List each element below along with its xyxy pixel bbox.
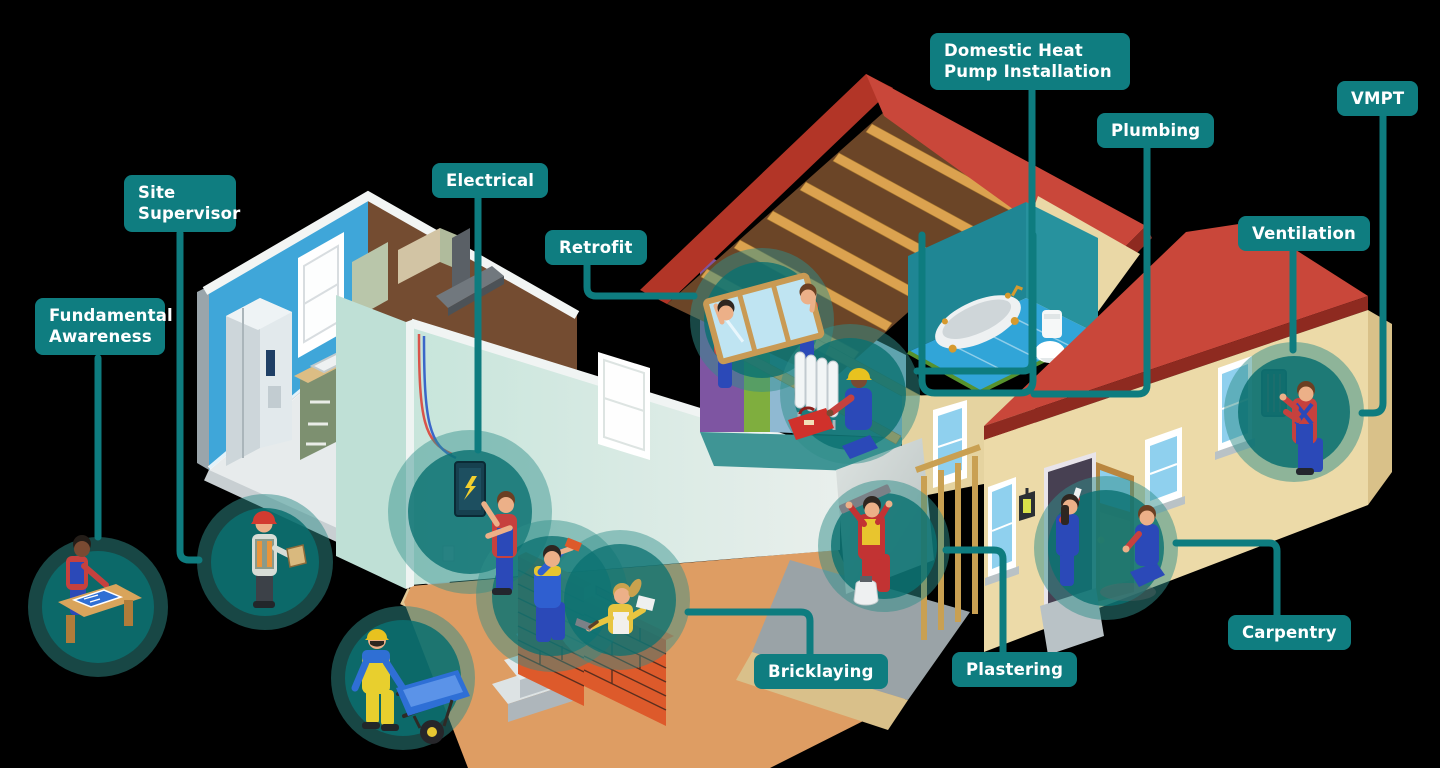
bathroom-wall-left [908, 202, 1026, 352]
connector-vmpt [1358, 111, 1387, 417]
label-electrical[interactable]: Electrical [432, 163, 549, 199]
connector-carpentry [1172, 539, 1281, 620]
mint-wall-left-face [336, 295, 406, 589]
label-carpentry[interactable]: Carpentry [1228, 615, 1351, 651]
connector-bricklaying [684, 608, 814, 659]
kitchen-left-edge [197, 286, 209, 470]
bathtub [935, 285, 1023, 353]
scene-site-supervisor [251, 511, 307, 608]
label-fundamental-awareness[interactable]: Fundamental Awareness [35, 298, 173, 355]
clipboard [286, 544, 307, 568]
mint-wall-window [598, 352, 650, 460]
bath-faucet [1010, 285, 1023, 297]
label-retrofit[interactable]: Retrofit [545, 230, 647, 266]
kitchen-wall-top-band [202, 190, 580, 319]
plaster-bucket [853, 576, 879, 606]
label-domestic-heat-pump[interactable]: Domestic Heat Pump Installation [930, 33, 1130, 90]
label-vmpt[interactable]: VMPT [1337, 81, 1419, 117]
porch-lantern [1019, 488, 1035, 521]
blue-wire [422, 335, 457, 460]
scenes [58, 272, 1323, 744]
scene-wheelbarrow [351, 629, 470, 744]
scene-retrofit [703, 272, 825, 388]
label-plastering[interactable]: Plastering [952, 652, 1078, 688]
scene-electrical [454, 461, 517, 595]
brick-in-hand [564, 537, 582, 552]
bathroom-wall-right [1026, 202, 1098, 334]
scene-carpentry [1056, 487, 1165, 601]
label-site-supervisor[interactable]: Site Supervisor [124, 175, 240, 232]
front-roof-eave [984, 296, 1368, 440]
ponytail [628, 578, 642, 598]
blueprint [71, 589, 124, 608]
scene-heat-pump [788, 351, 878, 459]
scene-bricklayer-woman [575, 578, 656, 634]
front-roof [984, 222, 1368, 426]
upper-cabinet-blue-wall [352, 242, 388, 320]
yellow-hard-hat [365, 629, 389, 640]
scene-plastering [839, 484, 893, 606]
label-bricklaying[interactable]: Bricklaying [754, 654, 888, 690]
scene-bricklayer-man [534, 537, 582, 642]
roof-near-eave [640, 74, 893, 304]
scene-fundamental-awareness [58, 535, 142, 643]
trowel [575, 618, 592, 631]
fridge-display [266, 350, 275, 376]
connector-plastering [942, 546, 1007, 656]
scene-ventilation [1279, 381, 1323, 475]
connector-site-supervisor [176, 229, 203, 564]
yellow-helmet [846, 368, 872, 380]
beard [370, 641, 384, 647]
radiator [794, 351, 839, 430]
label-plumbing[interactable]: Plumbing [1097, 113, 1215, 149]
fridge [226, 298, 292, 466]
plumbing-highlight-frame [918, 231, 1037, 397]
connector-retrofit [583, 260, 698, 300]
lightning-bolt-icon [464, 476, 477, 500]
wheelbarrow-wheel [427, 727, 437, 737]
label-ventilation[interactable]: Ventilation [1238, 216, 1370, 252]
red-hard-hat [251, 511, 277, 524]
label-connectors [94, 86, 1387, 659]
facade-window-2 [1142, 427, 1185, 519]
connector-plumbing [1030, 143, 1151, 398]
